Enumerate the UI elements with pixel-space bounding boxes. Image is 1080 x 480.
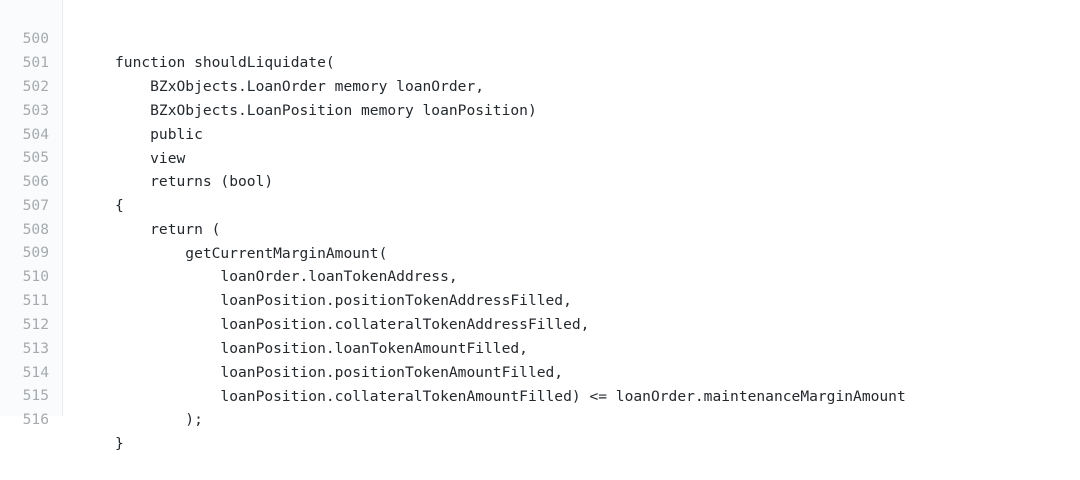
line-code: loanPosition.loanTokenAmountFilled, xyxy=(115,340,528,357)
line-number: 514 xyxy=(22,364,49,381)
code-line: 515 ); xyxy=(0,360,1080,428)
line-code: return ( xyxy=(115,221,221,238)
line-code: function shouldLiquidate( xyxy=(115,54,335,71)
line-code: loanPosition.positionTokenAmountFilled, xyxy=(115,364,564,381)
code-line: 507 return ( xyxy=(0,170,1080,238)
line-number: 505 xyxy=(22,149,49,166)
line-code: getCurrentMarginAmount( xyxy=(115,245,388,262)
code-line: 501 BZxObjects.LoanOrder memory loanOrde… xyxy=(0,27,1080,95)
line-number: 512 xyxy=(22,316,49,333)
line-number: 503 xyxy=(22,102,49,119)
line-code: loanOrder.loanTokenAddress, xyxy=(115,268,458,285)
code-line: 514 loanPosition.collateralTokenAmountFi… xyxy=(0,337,1080,405)
line-number-gutter xyxy=(0,0,63,416)
line-code: BZxObjects.LoanOrder memory loanOrder, xyxy=(115,78,485,95)
line-number: 501 xyxy=(22,54,49,71)
code-line: 511 loanPosition.collateralTokenAddressF… xyxy=(0,265,1080,333)
line-number: 515 xyxy=(22,387,49,404)
line-number: 502 xyxy=(22,78,49,95)
line-code: BZxObjects.LoanPosition memory loanPosit… xyxy=(115,102,537,119)
line-code: loanPosition.collateralTokenAddressFille… xyxy=(115,316,590,333)
line-number: 500 xyxy=(22,30,49,47)
line-number: 507 xyxy=(22,197,49,214)
line-code: loanPosition.collateralTokenAmountFilled… xyxy=(115,388,906,405)
line-code: loanPosition.positionTokenAddressFilled, xyxy=(115,292,572,309)
line-code: } xyxy=(115,435,124,452)
code-line: 506 { xyxy=(0,146,1080,214)
line-number: 510 xyxy=(22,268,49,285)
line-code: ); xyxy=(115,411,203,428)
code-line: 512 loanPosition.loanTokenAmountFilled, xyxy=(0,289,1080,357)
line-number: 506 xyxy=(22,173,49,190)
line-code: { xyxy=(115,197,124,214)
line-code: view xyxy=(115,150,186,167)
code-line: 509 loanOrder.loanTokenAddress, xyxy=(0,217,1080,285)
line-number: 513 xyxy=(22,340,49,357)
line-number: 508 xyxy=(22,221,49,238)
line-number: 509 xyxy=(22,244,49,261)
line-code: returns (bool) xyxy=(115,173,274,190)
line-code: public xyxy=(115,126,203,143)
code-line: 513 loanPosition.positionTokenAmountFill… xyxy=(0,313,1080,381)
line-number: 504 xyxy=(22,126,49,143)
code-line: 500 function shouldLiquidate( xyxy=(0,3,1080,71)
code-line: 510 loanPosition.positionTokenAddressFil… xyxy=(0,241,1080,309)
code-line: 502 BZxObjects.LoanPosition memory loanP… xyxy=(0,51,1080,119)
code-line: 504 view xyxy=(0,99,1080,167)
code-view: 500 function shouldLiquidate( 501 BZxObj… xyxy=(0,0,1080,452)
code-line: 516 } xyxy=(0,384,1080,452)
code-line: 503 public xyxy=(0,75,1080,143)
line-number: 516 xyxy=(22,411,49,428)
line-number: 511 xyxy=(22,292,49,309)
code-line: 508 getCurrentMarginAmount( xyxy=(0,194,1080,262)
code-line: 505 returns (bool) xyxy=(0,122,1080,190)
